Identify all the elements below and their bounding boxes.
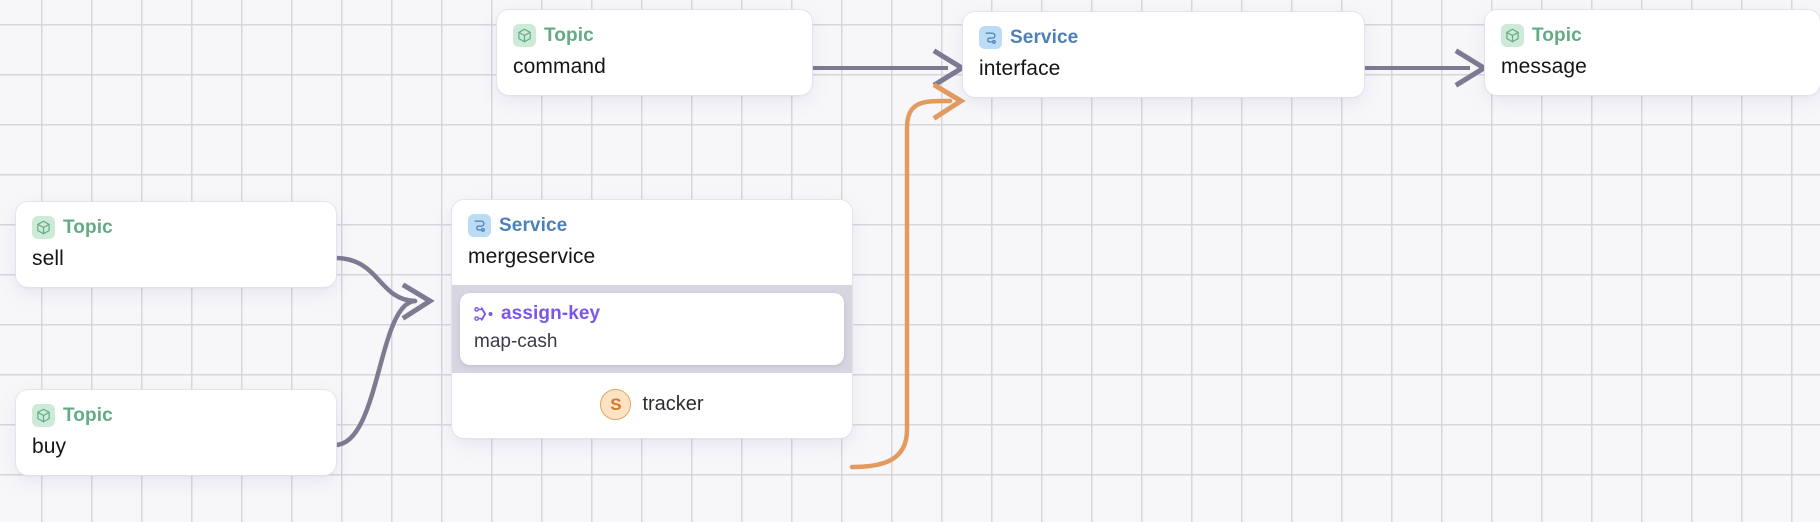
operator-node-assign-key[interactable]: assign-key map-cash: [460, 293, 844, 365]
operator-kind-label: assign-key: [501, 303, 601, 324]
edge-interface-to-message: [1364, 48, 1489, 88]
node-title: command: [513, 55, 606, 78]
assign-key-merge-icon: [474, 305, 494, 323]
node-title: buy: [32, 435, 67, 458]
node-kind-label: Topic: [1532, 24, 1582, 46]
node-card-command[interactable]: Topic command: [497, 10, 812, 95]
node-title: mergeservice: [468, 245, 596, 268]
node-header: Service: [452, 200, 852, 237]
node-card-sell[interactable]: Topic sell: [16, 202, 336, 287]
operator-group-band: assign-key map-cash: [452, 285, 852, 373]
edge-command-to-interface: [812, 48, 967, 88]
node-kind-label: Service: [1010, 26, 1079, 48]
stream-avatar-icon: S: [600, 389, 632, 420]
node-header: Topic: [497, 10, 812, 47]
cube-icon: [32, 404, 55, 427]
node-header: Topic: [16, 202, 336, 239]
node-header: Service: [963, 12, 1364, 49]
node-title: sell: [32, 247, 64, 270]
edge-buy-to-mergeservice: [332, 282, 435, 448]
leaf-label: tracker: [642, 393, 704, 415]
node-kind-label: Topic: [544, 24, 594, 46]
node-card-buy[interactable]: Topic buy: [16, 390, 336, 475]
node-header: Topic: [16, 390, 336, 427]
node-card-message[interactable]: Topic message: [1485, 10, 1820, 95]
leaf-row-tracker[interactable]: S tracker: [452, 373, 852, 438]
service-flow-icon: [468, 214, 491, 237]
operator-title: map-cash: [474, 331, 558, 352]
node-title: message: [1501, 55, 1587, 78]
node-card-interface[interactable]: Service interface: [963, 12, 1364, 97]
operator-header: assign-key: [474, 303, 830, 325]
node-kind-label: Service: [499, 214, 568, 236]
node-header: Topic: [1485, 10, 1820, 47]
cube-icon: [1501, 24, 1524, 47]
node-card-mergeservice[interactable]: Service mergeservice assign-key: [452, 200, 852, 438]
cube-icon: [32, 216, 55, 239]
node-kind-label: Topic: [63, 216, 113, 238]
service-flow-icon: [979, 26, 1002, 49]
edge-tracker-to-interface: [849, 82, 966, 470]
cube-icon: [513, 24, 536, 47]
node-title: interface: [979, 57, 1061, 80]
edge-sell-to-mergeservice: [332, 255, 418, 304]
node-kind-label: Topic: [63, 404, 113, 426]
